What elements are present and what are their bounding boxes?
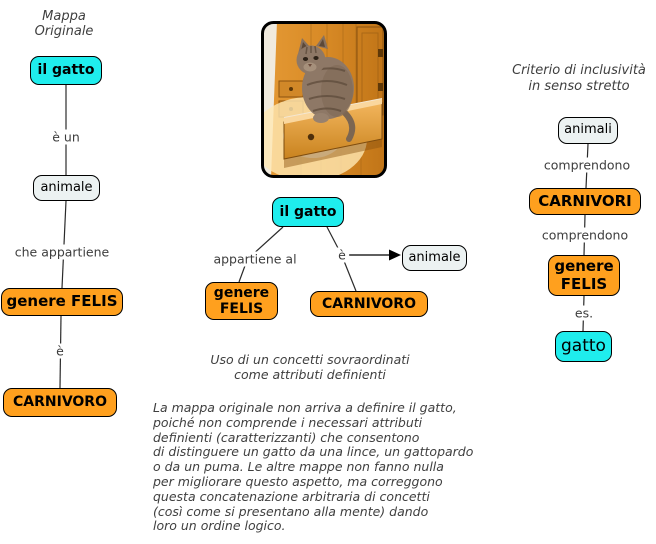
node-label: genere FELIS [554,257,614,293]
note-line: definienti (caratterizzanti) che consent… [153,429,420,445]
node-label: animale [40,179,93,195]
right-map-title: Criterio di inclusività in senso stretto [500,63,656,95]
link-label-es: es. [571,305,597,321]
link-label-che-appartiene: che appartiene [11,244,113,260]
node-genere-felis-center[interactable]: genere FELIS [205,282,278,320]
note-line: per migliorare questo aspetto, ma correg… [153,473,443,489]
arrowhead-icon [389,249,401,261]
link-label-appartiene-al: appartiene al [210,251,300,267]
note-line: (così come si presentano alla mente) dan… [153,503,429,519]
node-gatto-right[interactable]: gatto [555,331,612,362]
left-map-title: Mappa Originale [18,9,110,39]
link-label-comprendono-1: comprendono [540,157,634,173]
note-line: loro un ordine logico. [153,518,286,534]
node-carnivoro-left[interactable]: CARNIVORO [3,388,117,417]
note-line: o da un puma. Le altre mappe non fanno n… [153,459,444,475]
right-map-title-line2: in senso stretto [528,79,630,94]
caption-uso-concetti: Uso di un concetti sovraordinati come at… [175,352,445,382]
node-label: il gatto [37,62,95,79]
link-label-e-un: è un [49,129,83,145]
node-genere-felis-left[interactable]: genere FELIS [1,288,123,316]
node-label: CARNIVORI [538,191,632,210]
right-map-title-line1: Criterio di inclusività [512,63,646,78]
note-line: questa concatenazione arbitraria di conc… [153,488,430,504]
note-line: poiché non comprende i necessari attribu… [153,414,423,430]
note-line: di distinguere un gatto da una lince, un… [153,444,474,460]
note-paragraph: La mappa originale non arriva a definire… [153,400,483,534]
node-carnivoro-center[interactable]: CARNIVORO [310,291,428,317]
node-animale-center[interactable]: animale [402,245,467,271]
caption-line2: come attributi definienti [234,367,386,382]
node-animali-right[interactable]: animali [558,117,618,144]
node-label: animale [408,249,461,265]
node-label: CARNIVORO [13,394,107,411]
caption-line1: Uso di un concetti sovraordinati [210,352,410,367]
node-label: genere FELIS [213,284,270,317]
node-label: animali [564,122,612,138]
node-il-gatto-center[interactable]: il gatto [272,197,344,227]
node-il-gatto-left[interactable]: il gatto [30,56,102,85]
connector-line [326,226,340,251]
left-map-title-line2: Originale [34,24,94,39]
cat-photo [261,21,387,178]
node-label: genere FELIS [6,292,118,311]
note-line: La mappa originale non arriva a definire… [153,400,457,415]
node-genere-felis-right[interactable]: genere FELIS [548,255,620,296]
node-label: CARNIVORO [322,295,416,312]
connector-line [250,226,284,257]
node-animale-left[interactable]: animale [33,175,100,201]
connector-line [343,260,357,292]
link-label-e-center: è [335,247,349,263]
link-label-e-left: è [53,343,67,359]
link-label-comprendono-2: comprendono [538,227,632,243]
left-map-title-line1: Mappa [42,9,86,24]
node-label: il gatto [279,203,337,220]
node-label: gatto [561,335,606,356]
cat-figure [296,35,356,142]
arrow-to-animale [349,249,401,261]
node-carnivori-right[interactable]: CARNIVORI [529,188,641,215]
